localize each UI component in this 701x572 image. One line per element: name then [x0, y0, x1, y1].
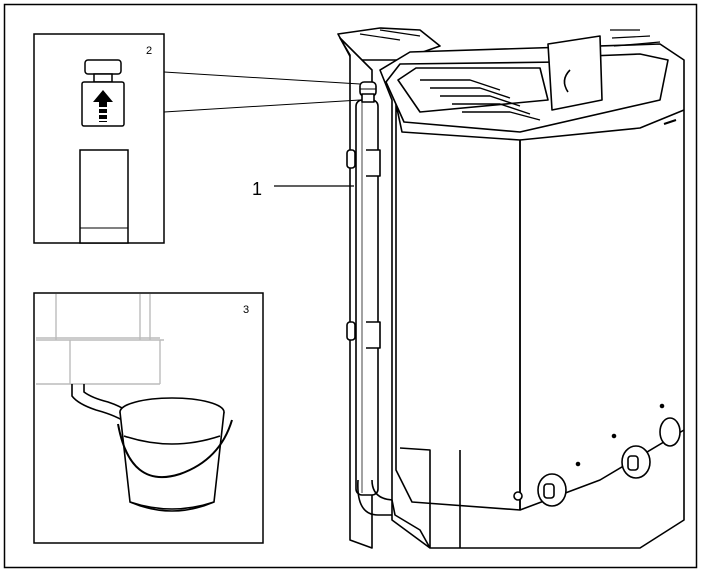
sauna-heater — [337, 27, 685, 549]
inset-2-pipe — [79, 149, 129, 244]
bucket-with-hose-icon — [71, 384, 233, 512]
drain-plug-upward-arrow-icon — [81, 59, 125, 127]
water-pipe — [346, 99, 396, 516]
callout-2-label: 2 — [146, 45, 152, 57]
inset-2-leader-bottom — [163, 99, 361, 113]
inset-bucket: 3 — [33, 292, 264, 544]
grill-slats — [420, 79, 541, 121]
inset-drain-valve: 2 — [33, 33, 165, 244]
callout-1-label: 1 — [252, 179, 262, 199]
callout-3-label: 3 — [243, 304, 249, 316]
inset-3-heater-base — [36, 294, 164, 385]
inset-2-leader-top — [163, 71, 361, 85]
control-knobs — [513, 403, 681, 507]
drain-valve — [359, 81, 377, 103]
